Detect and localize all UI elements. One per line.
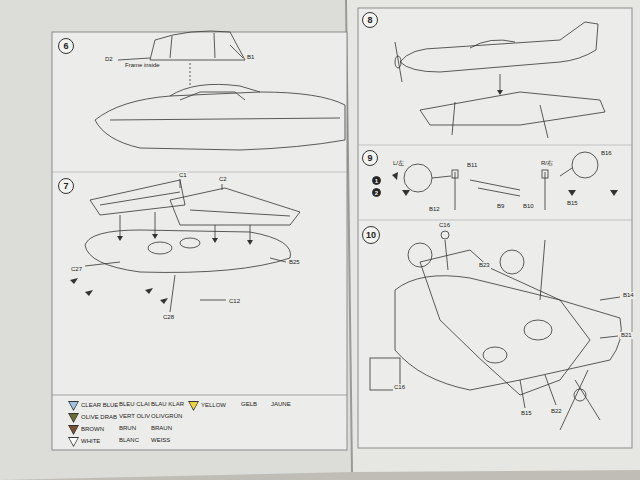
part-label: B22 <box>550 408 563 415</box>
part-label: B16 <box>600 150 613 157</box>
legend-text: WHITE <box>81 438 100 445</box>
part-label: C12 <box>228 298 241 305</box>
part-label: B11 <box>466 162 478 169</box>
step-number: 6 <box>58 38 74 54</box>
part-label: GELB <box>240 401 258 408</box>
part-label: R/右 <box>540 160 554 167</box>
part-label: BLANC <box>118 437 140 444</box>
part-label: B10 <box>522 203 535 210</box>
part-label: L/左 <box>392 160 405 167</box>
legend-text: OLIVE DRAB <box>81 414 117 421</box>
step-number-text: 6 <box>63 41 68 51</box>
part-label: Frame inside <box>124 62 161 69</box>
step-number-text: 9 <box>367 153 372 163</box>
legend-text: BROWN <box>81 426 104 433</box>
part-label: BRAUN <box>150 425 173 432</box>
part-label: B15 <box>566 200 579 207</box>
step-number: 1 <box>372 176 381 185</box>
step-number: 2 <box>372 188 381 197</box>
step-number: 10 <box>362 226 380 244</box>
part-label: B25 <box>288 259 301 266</box>
step-number-text: 7 <box>63 181 68 191</box>
part-label: B21 <box>620 332 633 339</box>
legend-text: CLEAR BLUE <box>81 402 118 409</box>
part-label: B9 <box>496 203 505 210</box>
legend-text: YELLOW <box>201 402 226 409</box>
part-label: C1 <box>178 172 188 179</box>
part-label: B12 <box>428 206 441 213</box>
part-label: OLIVGRÜN <box>150 413 183 420</box>
part-label: B1 <box>246 54 255 61</box>
part-label: B15 <box>520 410 533 417</box>
step-number: 8 <box>362 12 378 28</box>
part-label: WEISS <box>150 437 171 444</box>
part-label: B14 <box>622 292 635 299</box>
step-number: 9 <box>362 150 378 166</box>
part-label: C28 <box>162 314 175 321</box>
part-label: C16 <box>393 384 406 391</box>
part-label: C2 <box>218 176 228 183</box>
part-label: D2 <box>104 56 114 63</box>
step-number-text: 1 <box>375 178 378 184</box>
step-number: 7 <box>58 178 74 194</box>
step-number-text: 10 <box>366 230 376 240</box>
part-label: JAUNE <box>270 401 292 408</box>
step-number-text: 8 <box>367 15 372 25</box>
part-label: B23 <box>478 262 491 269</box>
part-label: C16 <box>438 222 451 229</box>
part-label: BLAU KLAR <box>150 401 185 408</box>
part-label: BRUN <box>118 425 137 432</box>
part-label: C27 <box>70 266 83 273</box>
step-number-text: 2 <box>375 190 378 196</box>
